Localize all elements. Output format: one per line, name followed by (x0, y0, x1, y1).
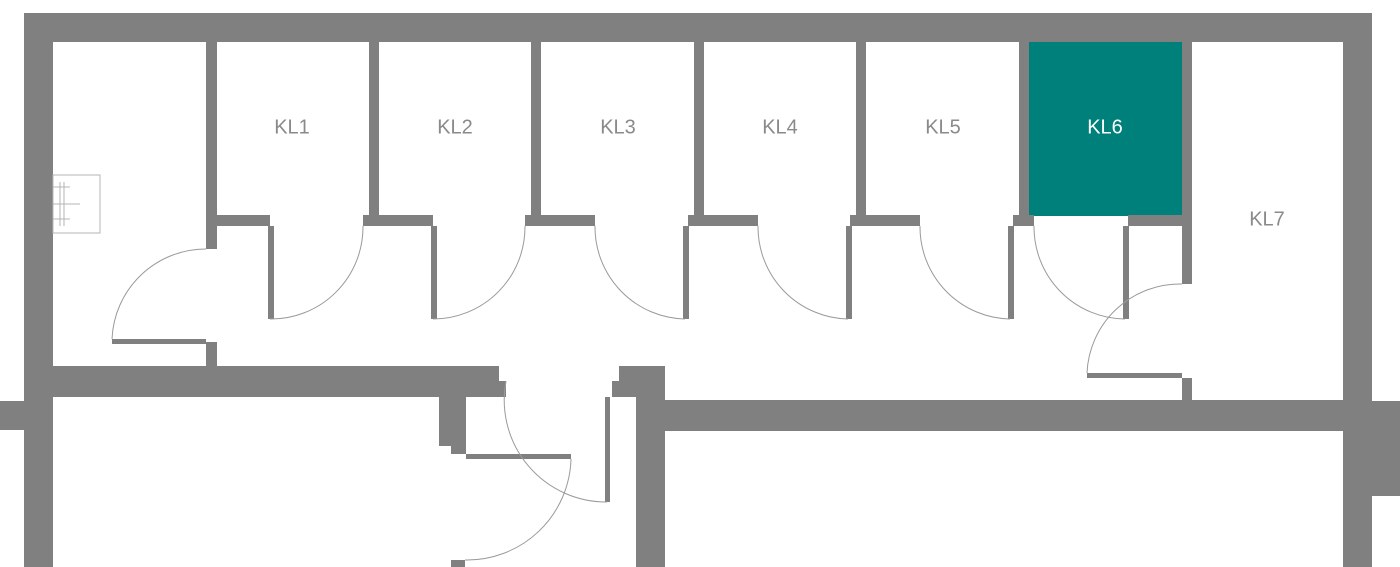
partition-1 (369, 42, 379, 226)
wall-mid-vertical (636, 397, 665, 567)
door-leaf-kl5 (1008, 226, 1014, 319)
door-leaf-kl6 (1123, 226, 1129, 319)
partition-2 (531, 42, 541, 226)
door-leaf-corridor (605, 397, 610, 502)
wall-door-jamb-left-b (451, 430, 466, 454)
wall-corridor-south-left (53, 366, 499, 397)
partition-3 (694, 42, 704, 226)
door-leaf-kl4 (846, 226, 852, 319)
front-wall-kl2 (363, 215, 433, 226)
wall-entry-sill (112, 339, 206, 344)
door-arc-kl1 (269, 225, 364, 320)
front-wall-kl5 (850, 215, 920, 226)
front-wall-kl6b (1128, 215, 1188, 226)
partition-7-bottom (1182, 378, 1192, 400)
front-wall-kl1 (206, 215, 270, 226)
interior-walls (53, 42, 1343, 567)
door-swings (111, 225, 1183, 561)
door-arc-kl5 (919, 225, 1011, 320)
room-label-kl1[interactable]: KL1 (274, 116, 310, 138)
door-arc-corridor (503, 380, 608, 503)
wall-stub-left (0, 401, 28, 430)
wall-entry-vertical-bottom (206, 342, 217, 366)
front-wall-kl4 (688, 215, 758, 226)
room-label-kl6[interactable]: KL6 (1087, 116, 1123, 138)
door-leaf-lower (466, 454, 571, 459)
door-leaf-kl3 (683, 226, 689, 319)
outer-walls (0, 13, 1400, 567)
door-leaf-kl2 (431, 226, 437, 319)
room-label-kl7[interactable]: KL7 (1249, 208, 1285, 230)
door-arc-kl2 (432, 225, 526, 320)
door-arc-lower (464, 458, 572, 561)
front-wall-kl6a (1013, 215, 1034, 226)
door-leaves (268, 226, 1182, 567)
room-label-kl5[interactable]: KL5 (925, 116, 961, 138)
front-wall-kl3 (525, 215, 595, 226)
room-label-kl4[interactable]: KL4 (762, 116, 798, 138)
partition-4 (856, 42, 866, 226)
room-label-kl3[interactable]: KL3 (600, 116, 636, 138)
door-leaf-kl1 (268, 226, 274, 319)
door-arc-kl4 (757, 225, 849, 320)
door-arc-entry (111, 248, 207, 340)
room-labels: KL1 KL2 KL3 KL4 KL5 KL6 KL7 (274, 116, 1285, 230)
partition-6 (1182, 42, 1192, 284)
door-leaf-kl7 (1087, 373, 1182, 378)
wall-right (1343, 13, 1372, 567)
room-kl6-highlight[interactable] (1029, 42, 1182, 216)
door-arc-kl6 (1033, 225, 1126, 320)
wall-door-jamb-left-c (466, 381, 506, 397)
wall-entry-vertical-top (206, 42, 217, 249)
door-arc-kl3 (594, 225, 686, 320)
wall-corridor-south-right (665, 400, 1343, 431)
fixture-box (52, 174, 101, 234)
door-leaf-bottom (451, 560, 465, 567)
door-arc-kl7 (1086, 283, 1183, 374)
wall-top (24, 13, 1372, 42)
partition-5 (1019, 42, 1029, 226)
wall-door-jamb-right-b (612, 381, 636, 397)
wall-left (24, 13, 53, 567)
wall-stub-right (1368, 401, 1400, 496)
room-label-kl2[interactable]: KL2 (437, 116, 473, 138)
